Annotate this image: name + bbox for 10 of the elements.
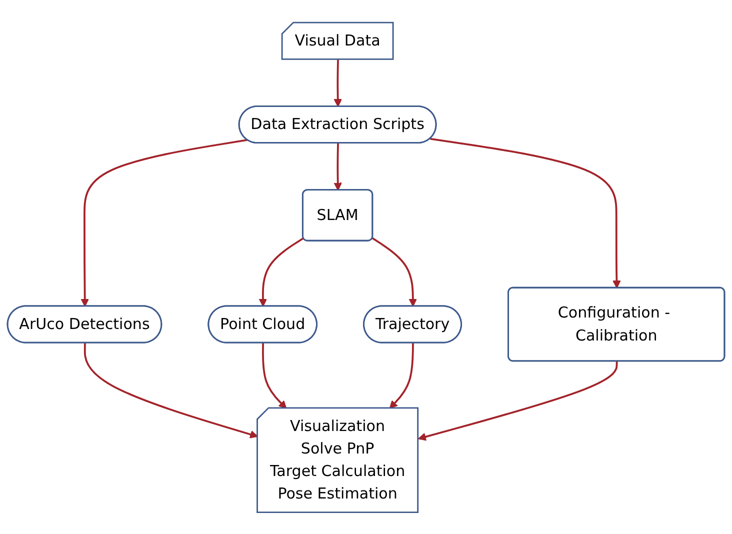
arrow [334,142,342,190]
arrow [389,342,414,408]
arrow [372,237,418,306]
arrow [262,342,287,408]
arrow [258,237,304,306]
arrow [80,138,248,306]
arrow [334,59,342,107]
arrow [430,137,621,288]
arrow [418,360,618,440]
arrow [84,342,258,438]
